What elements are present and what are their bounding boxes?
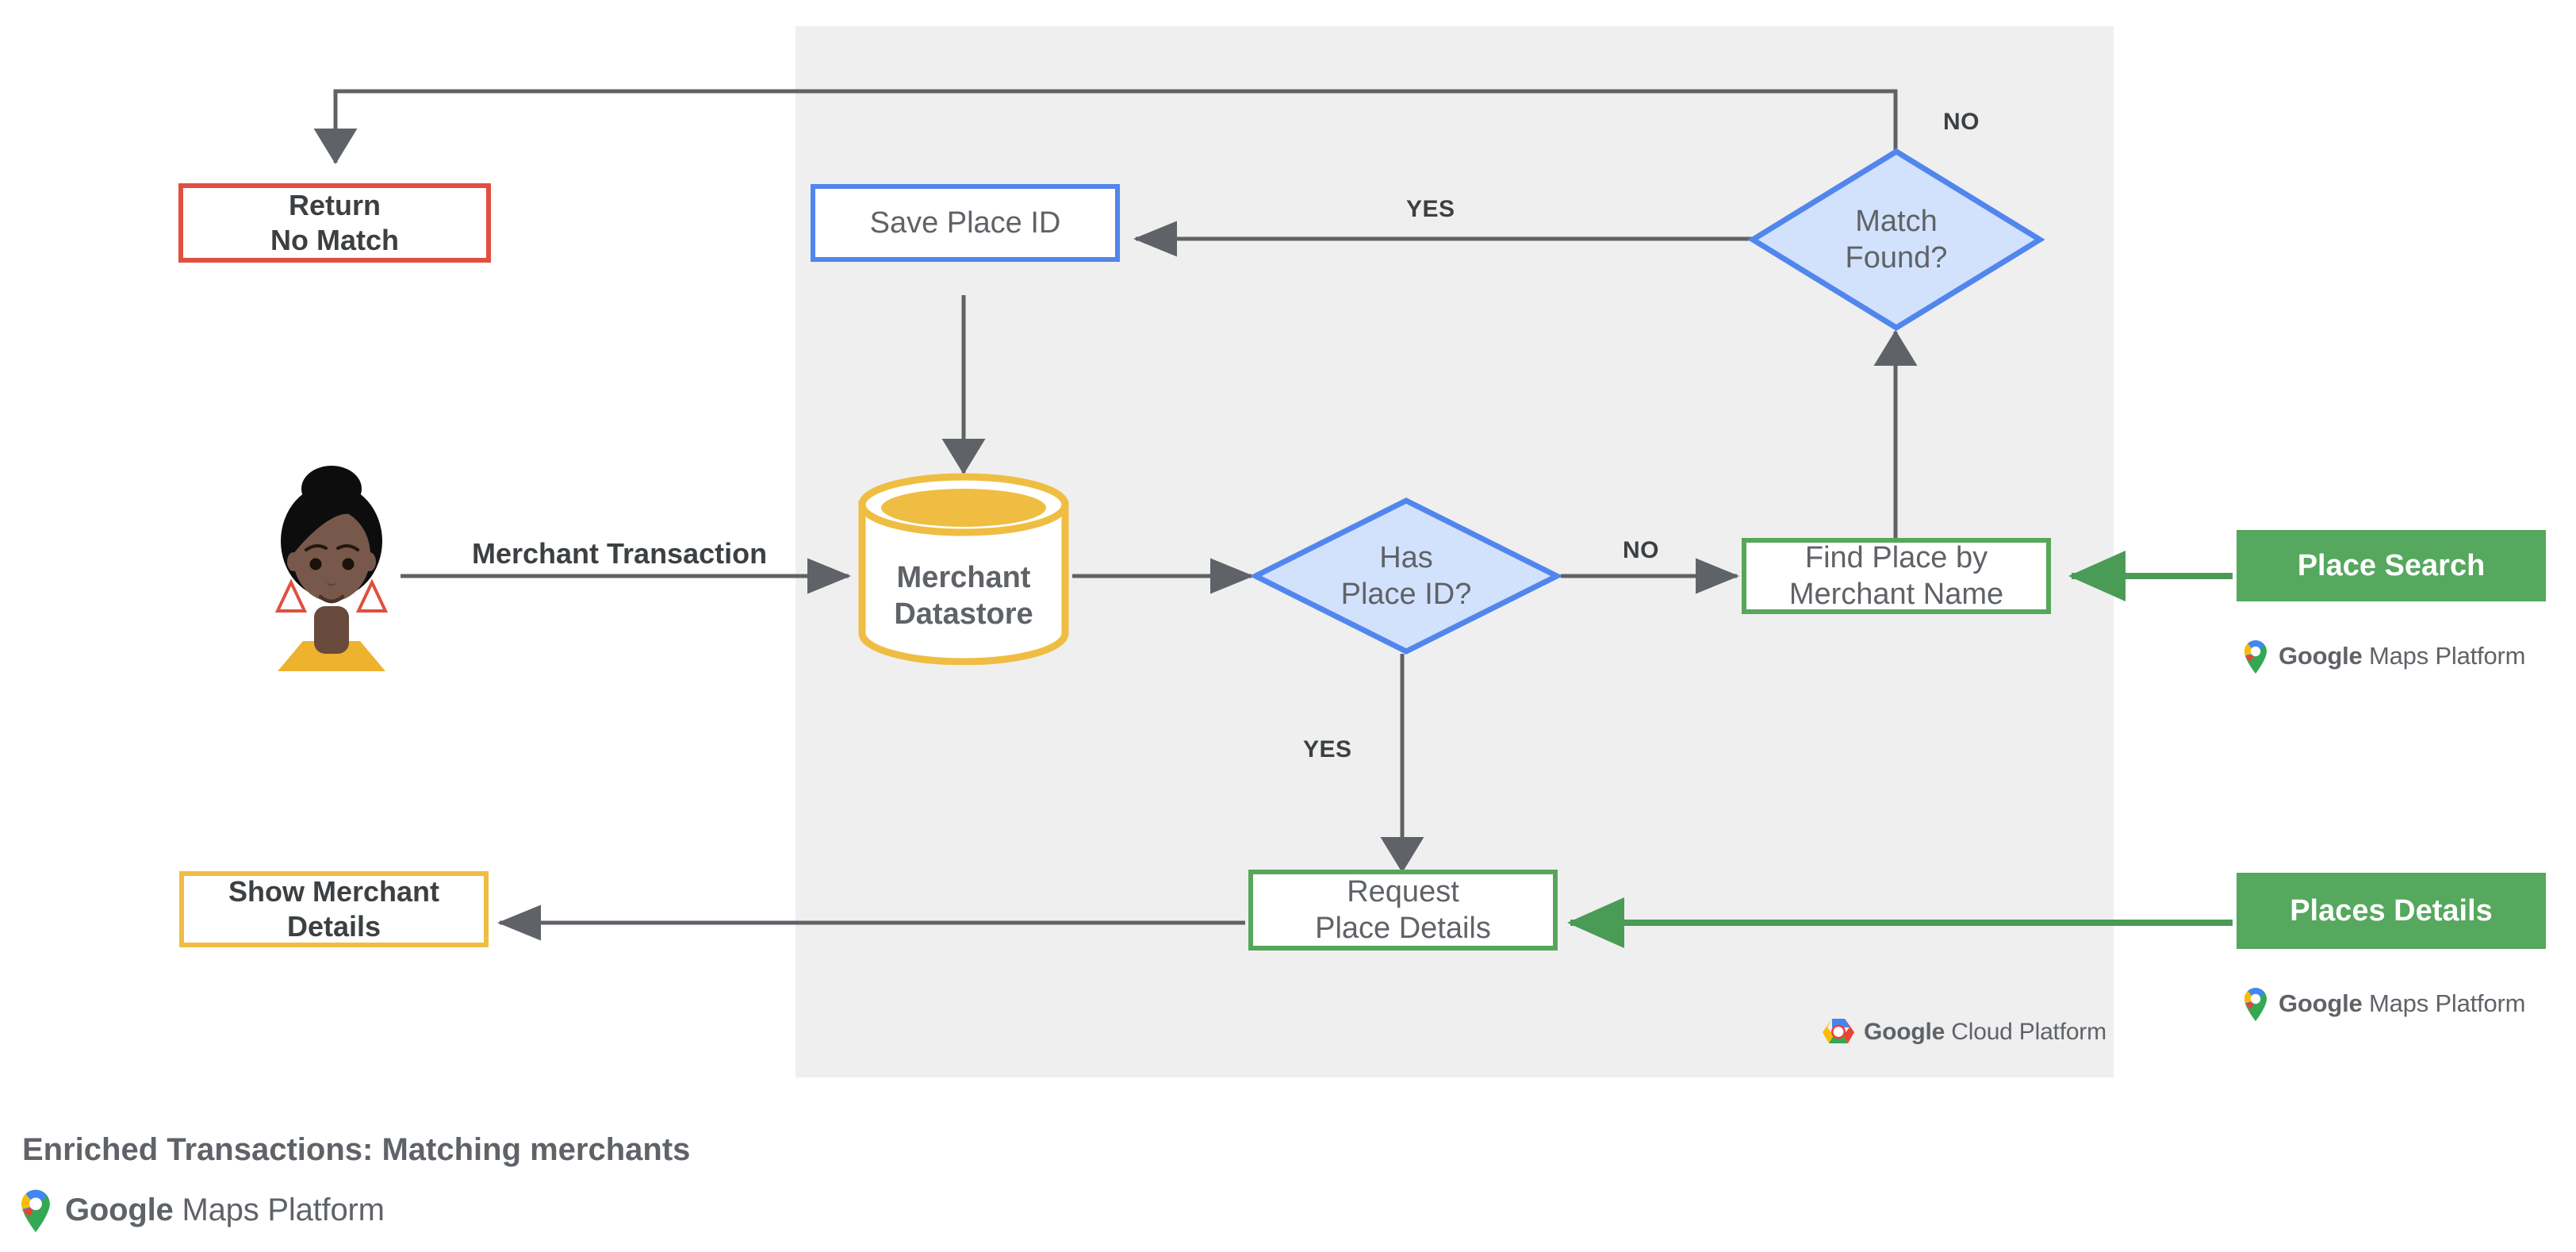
node-save-place-id[interactable]: Save Place ID <box>811 184 1120 262</box>
merchant-transaction-label: Merchant Transaction <box>472 537 768 570</box>
google-cloud-platform-logo: Google Cloud Platform <box>1822 1017 2106 1047</box>
maps-logo-text: Google Maps Platform <box>2279 989 2525 1018</box>
node-return-no-match-label: Return No Match <box>270 189 399 256</box>
node-return-no-match[interactable]: Return No Match <box>178 183 491 263</box>
edge-label-has-place-id-no: NO <box>1623 537 1659 563</box>
maps-pin-icon <box>21 1189 50 1232</box>
node-place-search[interactable]: Place Search <box>2237 530 2546 601</box>
google-maps-platform-logo-places-details: Google Maps Platform <box>2241 986 2525 1021</box>
maps-logo-google: Google <box>2279 989 2363 1017</box>
node-request-place-details[interactable]: Request Place Details <box>1248 870 1558 951</box>
node-place-search-label: Place Search <box>2297 548 2486 582</box>
node-show-merchant-details[interactable]: Show Merchant Details <box>179 871 489 947</box>
edge-match-found-no <box>313 89 1898 164</box>
node-places-details[interactable]: Places Details <box>2237 873 2546 949</box>
node-find-place-by-merchant-name[interactable]: Find Place by Merchant Name <box>1742 538 2051 614</box>
merchant-customer-avatar <box>262 457 401 671</box>
node-match-found[interactable]: Match Found? <box>1747 147 2045 332</box>
node-merchant-datastore[interactable]: Merchant Datastore <box>855 473 1072 666</box>
maps-logo-rest: Maps Platform <box>2362 642 2526 670</box>
google-maps-platform-logo-caption: Google Maps Platform <box>17 1188 385 1232</box>
maps-logo-rest: Maps Platform <box>173 1192 385 1227</box>
node-find-place-by-merchant-name-label: Find Place by Merchant Name <box>1788 540 2004 611</box>
maps-logo-rest: Maps Platform <box>2362 989 2526 1017</box>
cloud-logo-rest: Cloud Platform <box>1945 1019 2106 1045</box>
node-has-place-id[interactable]: Has Place ID? <box>1249 497 1563 655</box>
edge-label-match-found-yes: YES <box>1406 196 1455 222</box>
google-maps-platform-logo-place-search: Google Maps Platform <box>2241 639 2525 674</box>
edge-label-has-place-id-yes: YES <box>1303 736 1352 762</box>
maps-pin-icon <box>2244 640 2267 674</box>
cloud-logo-google: Google <box>1864 1019 1945 1045</box>
node-request-place-details-label: Request Place Details <box>1315 874 1491 945</box>
node-show-merchant-details-label: Show Merchant Details <box>228 875 440 943</box>
node-save-place-id-label: Save Place ID <box>869 205 1061 240</box>
page-title: Enriched Transactions: Matching merchant… <box>22 1132 691 1167</box>
maps-logo-google: Google <box>65 1192 174 1227</box>
maps-logo-text: Google Maps Platform <box>65 1192 385 1228</box>
edge-label-match-found-no: NO <box>1943 109 1980 135</box>
node-places-details-label: Places Details <box>2290 893 2493 927</box>
cloud-logo-text: Google Cloud Platform <box>1864 1019 2106 1046</box>
maps-pin-icon <box>2244 988 2267 1021</box>
maps-logo-text: Google Maps Platform <box>2279 642 2525 670</box>
cloud-hexagon-icon <box>1823 1019 1854 1043</box>
maps-logo-google: Google <box>2279 642 2363 670</box>
